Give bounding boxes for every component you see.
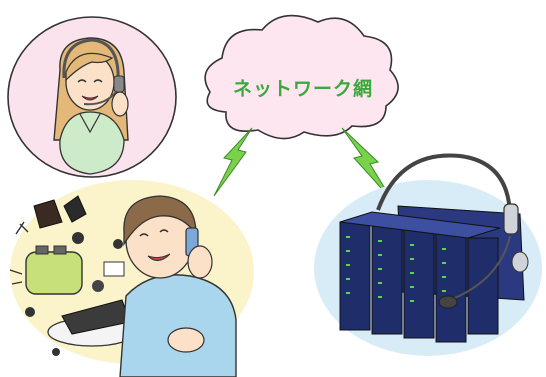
broken-appliances-icon	[9, 195, 137, 356]
operator-woman-icon	[53, 37, 129, 175]
man-on-phone-icon	[119, 195, 237, 377]
network-cloud	[204, 14, 399, 140]
network-cloud-label: ネットワーク網	[232, 78, 373, 100]
server-rack-icon	[339, 153, 529, 343]
lightning-bolt-icon	[213, 127, 253, 197]
